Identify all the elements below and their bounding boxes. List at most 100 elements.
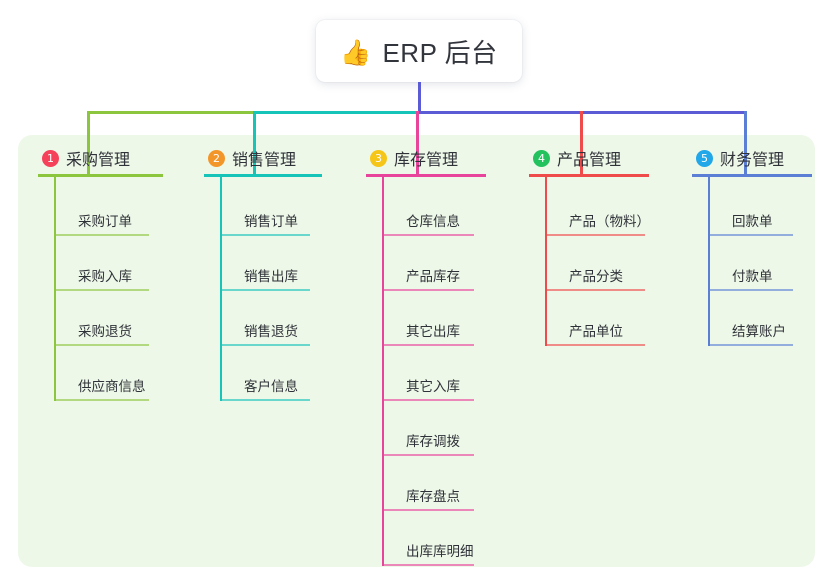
root-node-erp-backend[interactable]: 👍 ERP 后台 [316,20,522,82]
branch-item-label: 产品分类 [569,269,623,284]
branch-item[interactable]: 销售订单 [220,202,310,236]
branch-item-rule [220,399,310,401]
branch-item-rule [382,564,474,566]
branch-item-label: 采购退货 [78,324,132,339]
branch-item-rule [708,289,793,291]
branch-header-2[interactable]: 2 销售管理 [196,146,314,170]
branch-header-1[interactable]: 1 采购管理 [30,146,155,170]
branch-drop-connector-3 [416,111,419,174]
branch-item-rule [220,234,310,236]
branch-item[interactable]: 采购入库 [54,257,149,291]
branch-item[interactable]: 库存盘点 [382,477,474,511]
branch-number-badge-3: 3 [370,149,387,167]
branch-item-label: 付款单 [732,269,773,284]
branch-header-rule-4 [529,174,649,177]
branch-title-3: 库存管理 [394,152,459,169]
branch-drop-connector-1 [87,111,90,174]
branch-item-rule [382,454,474,456]
branch-item[interactable]: 采购退货 [54,312,149,346]
branch-header-5[interactable]: 5 财务管理 [684,146,804,170]
branch-item-rule [54,399,149,401]
branch-number-badge-1: 1 [42,149,59,167]
branch-item-label: 库存调拨 [406,434,460,449]
branch-item[interactable]: 供应商信息 [54,367,149,401]
branch-column-2: 2 销售管理销售订单销售出库销售退货客户信息 [196,146,322,401]
branch-item-rule [545,289,645,291]
branch-drop-connector-5 [744,111,747,174]
branch-number-badge-2: 2 [208,149,225,167]
branch-item-label: 仓库信息 [406,214,460,229]
branch-item-label: 采购订单 [78,214,132,229]
root-node-content: 👍 ERP 后台 [340,33,497,70]
branch-item-label: 销售退货 [244,324,298,339]
branch-item-rule [54,344,149,346]
branch-item-rule [382,344,474,346]
branch-item-rule [708,344,793,346]
branch-header-rule-2 [204,174,322,177]
branch-trunk-4 [545,177,547,346]
branch-item[interactable]: 其它出库 [382,312,474,346]
branch-item-label: 出库库明细 [406,544,474,559]
branch-header-rule-5 [692,174,812,177]
branch-drop-connector-4 [580,111,583,174]
branch-item[interactable]: 库存调拨 [382,422,474,456]
branch-item-rule [545,344,645,346]
branch-item-label: 回款单 [732,214,773,229]
bus-segment-4 [580,111,747,114]
branch-item-label: 其它入库 [406,379,460,394]
branch-drop-connector-2 [253,111,256,174]
branch-header-4[interactable]: 4 产品管理 [521,146,641,170]
branch-item[interactable]: 客户信息 [220,367,310,401]
branch-title-2: 销售管理 [232,152,297,169]
bus-segment-1 [87,111,256,114]
branch-header-3[interactable]: 3 库存管理 [358,146,478,170]
branch-item-label: 客户信息 [244,379,298,394]
branch-item[interactable]: 销售出库 [220,257,310,291]
branch-item-rule [382,399,474,401]
branch-item[interactable]: 结算账户 [708,312,793,346]
branch-number-badge-4: 4 [533,149,550,167]
branch-item[interactable]: 其它入库 [382,367,474,401]
branch-title-5: 财务管理 [720,152,785,169]
branch-item[interactable]: 仓库信息 [382,202,474,236]
branch-item-rule [54,289,149,291]
branch-item-label: 销售出库 [244,269,298,284]
branch-item-label: 供应商信息 [78,379,146,394]
branch-column-5: 5 财务管理回款单付款单结算账户 [684,146,812,346]
root-node-title: ERP 后台 [382,37,498,68]
branch-column-4: 4 产品管理产品（物料） 产品分类产品单位 [521,146,650,346]
branch-item-label: 其它出库 [406,324,460,339]
bus-segment-2 [253,111,419,114]
branch-item-label: 产品单位 [569,324,623,339]
branch-item-rule [708,234,793,236]
branch-item[interactable]: 销售退货 [220,312,310,346]
branch-item[interactable]: 产品（物料） [545,202,650,236]
thumbs-up-icon: 👍 [340,37,372,67]
branch-item-label: 销售订单 [244,214,298,229]
branch-item-label: 采购入库 [78,269,132,284]
branch-item-rule [545,234,645,236]
branch-title-4: 产品管理 [557,152,622,169]
branch-column-1: 1 采购管理采购订单采购入库采购退货供应商信息 [30,146,163,401]
branch-item[interactable]: 采购订单 [54,202,149,236]
branch-item-rule [382,234,474,236]
branch-header-rule-1 [38,174,163,177]
branch-header-rule-3 [366,174,486,177]
branch-item[interactable]: 付款单 [708,257,793,291]
branch-item-rule [220,344,310,346]
branch-item[interactable]: 出库库明细 [382,532,474,566]
branch-item[interactable]: 回款单 [708,202,793,236]
branch-item-label: 库存盘点 [406,489,460,504]
branch-item-rule [382,509,474,511]
branch-item[interactable]: 产品分类 [545,257,645,291]
branch-item-label: 产品（物料） [569,214,650,229]
branch-item-rule [382,289,474,291]
diagram-panel [18,135,815,567]
branch-title-1: 采购管理 [66,152,131,169]
branch-item-label: 产品库存 [406,269,460,284]
branch-item[interactable]: 产品库存 [382,257,474,291]
branch-item[interactable]: 产品单位 [545,312,645,346]
branch-item-label: 结算账户 [732,324,786,339]
branch-number-badge-5: 5 [696,149,713,167]
